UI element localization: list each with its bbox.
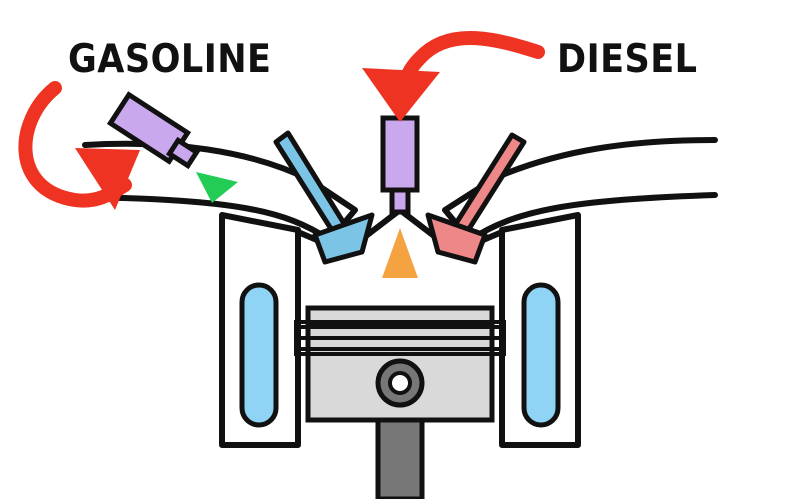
diesel-injector xyxy=(380,115,420,215)
gasoline-label: GASOLINE xyxy=(68,37,272,82)
diesel-spray xyxy=(382,228,418,278)
water-jacket-left xyxy=(239,282,279,428)
water-jacket-right xyxy=(521,282,561,428)
diesel-arrow-icon xyxy=(362,31,545,122)
diesel-label: DIESEL xyxy=(557,37,698,82)
gasoline-injector xyxy=(106,91,201,170)
gasoline-spray xyxy=(196,172,238,203)
exhaust-port xyxy=(442,137,718,243)
exhaust-valve xyxy=(425,132,527,265)
connecting-rod xyxy=(375,417,425,499)
gasoline-arrow-icon xyxy=(18,81,140,210)
intake-valve xyxy=(273,130,375,265)
